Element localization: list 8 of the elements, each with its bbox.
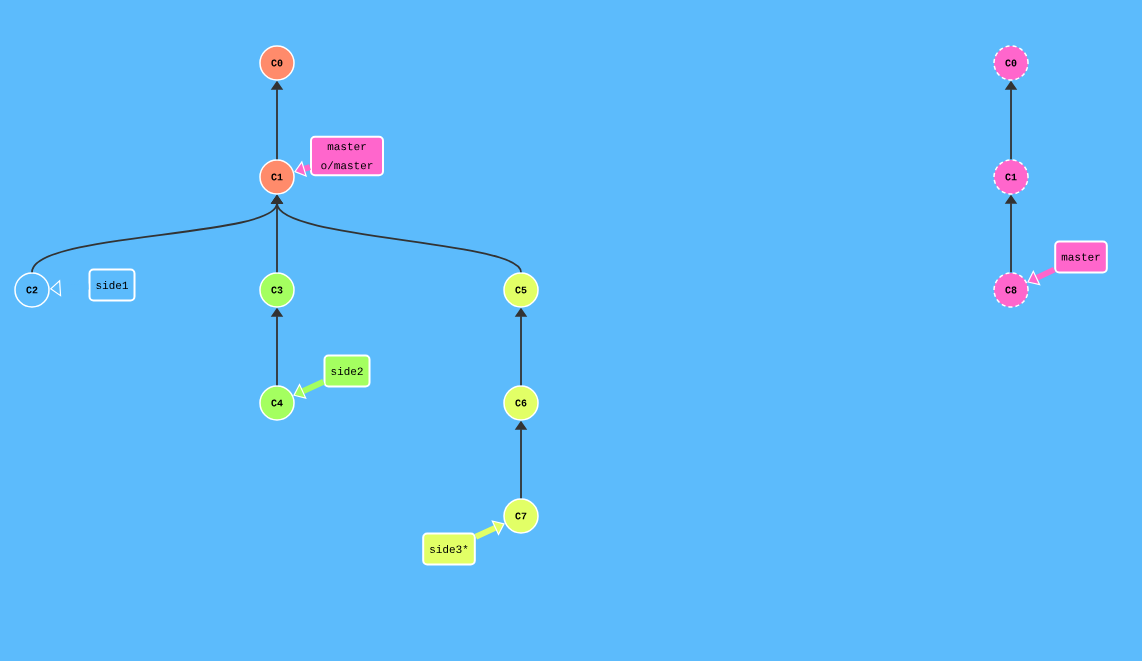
arrow [474, 520, 505, 540]
branch-label: side1 [88, 268, 136, 302]
arrow [1027, 266, 1056, 286]
branch-label: side3* [422, 532, 476, 566]
arrow [293, 379, 325, 399]
branch-label: master [1054, 240, 1108, 274]
branch-label: side2 [323, 354, 371, 388]
branch-label: master o/master [310, 135, 384, 177]
